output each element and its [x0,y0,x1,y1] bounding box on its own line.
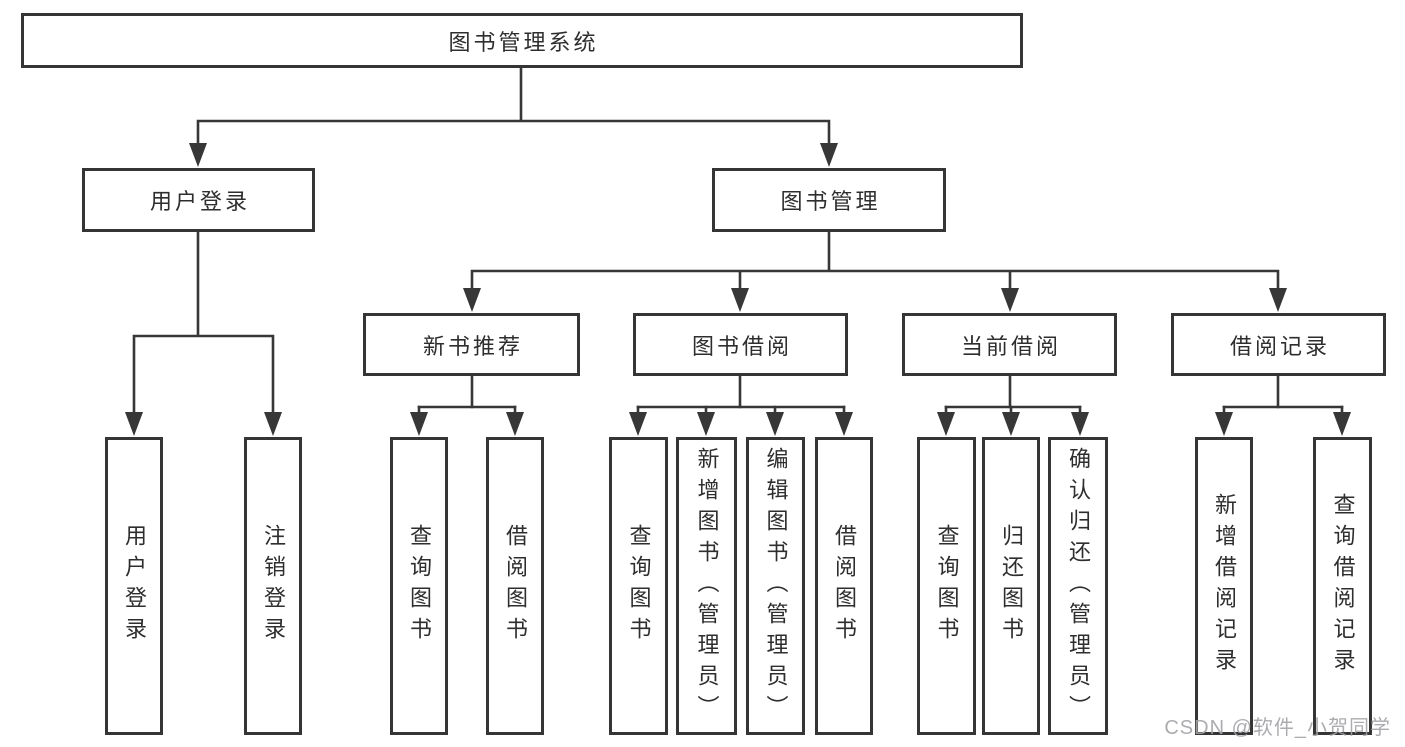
leaf-label: 新增图书（管理员） [694,446,720,726]
leaf-query-books: 查询图书 [390,437,448,735]
connector-user-leaves [132,230,275,418]
node-label: 借阅记录 [1229,333,1330,359]
leaf-label: 查询图书 [626,524,652,648]
connector-leaf-shafts [417,405,1344,420]
arrow-down-icon [731,288,749,312]
arrow-down-icon [1269,288,1287,312]
connector-group-stubs [470,374,1280,409]
arrow-down-icon [264,412,282,436]
leaf-query-borrow-record: 查询借阅记录 [1313,437,1372,735]
connector-root-level1 [196,66,831,148]
arrow-down-icon [820,143,838,167]
arrowheads [125,143,1351,436]
node-book-management: 图书管理 [712,168,946,232]
leaf-user-login: 用户登录 [105,437,163,735]
arrow-down-icon [189,143,207,167]
leaf-label: 借阅图书 [503,524,528,648]
arrow-down-icon [1002,412,1020,436]
connector-bookmgmt-groups [470,230,1280,293]
arrow-down-icon [1071,412,1089,436]
node-label: 新书推荐 [422,333,523,359]
leaf-query-books: 查询图书 [917,437,976,735]
leaf-label: 注销登录 [261,524,286,648]
leaf-label: 新增借阅记录 [1212,493,1237,679]
node-label: 图书管理 [780,189,881,214]
leaf-query-books: 查询图书 [609,437,668,735]
leaf-label: 确认归还（管理员） [1066,446,1091,726]
arrow-down-icon [835,412,853,436]
leaf-add-books-admin: 新增图书（管理员） [676,437,737,735]
arrow-down-icon [1001,288,1019,312]
node-root-system: 图书管理系统 [21,13,1023,68]
arrow-down-icon [766,412,784,436]
arrow-down-icon [1333,412,1351,436]
arrow-down-icon [937,412,955,436]
leaf-logout: 注销登录 [244,437,302,735]
node-label: 当前借阅 [960,333,1061,359]
leaf-label: 查询图书 [407,524,432,648]
leaf-edit-books-admin: 编辑图书（管理员） [746,437,805,735]
leaf-label: 用户登录 [122,524,147,648]
arrow-down-icon [410,412,428,436]
node-new-book-recommend: 新书推荐 [363,313,580,376]
leaf-add-borrow-record: 新增借阅记录 [1195,437,1253,735]
node-label: 图书借阅 [691,333,792,359]
node-borrowing-records: 借阅记录 [1171,313,1386,376]
leaf-borrow-books: 借阅图书 [815,437,873,735]
node-user-login: 用户登录 [82,168,315,232]
leaf-return-books: 归还图书 [982,437,1040,735]
leaf-label: 编辑图书（管理员） [763,446,789,726]
arrow-down-icon [1215,412,1233,436]
leaf-label: 查询图书 [934,524,960,648]
watermark: CSDN @软件_小贺同学 [1164,717,1391,739]
leaf-label: 查询借阅记录 [1330,493,1356,679]
arrow-down-icon [125,412,143,436]
arrow-down-icon [506,412,524,436]
arrow-down-icon [629,412,647,436]
node-label: 图书管理系统 [448,29,599,55]
arrow-down-icon [463,288,481,312]
leaf-borrow-books: 借阅图书 [486,437,544,735]
arrow-down-icon [697,412,715,436]
node-book-borrowing: 图书借阅 [633,313,848,376]
node-current-borrowing: 当前借阅 [902,313,1117,376]
leaf-label: 借阅图书 [832,524,857,648]
leaf-confirm-return-admin: 确认归还（管理员） [1048,437,1108,735]
leaf-label: 归还图书 [999,524,1024,648]
node-label: 用户登录 [149,189,250,214]
